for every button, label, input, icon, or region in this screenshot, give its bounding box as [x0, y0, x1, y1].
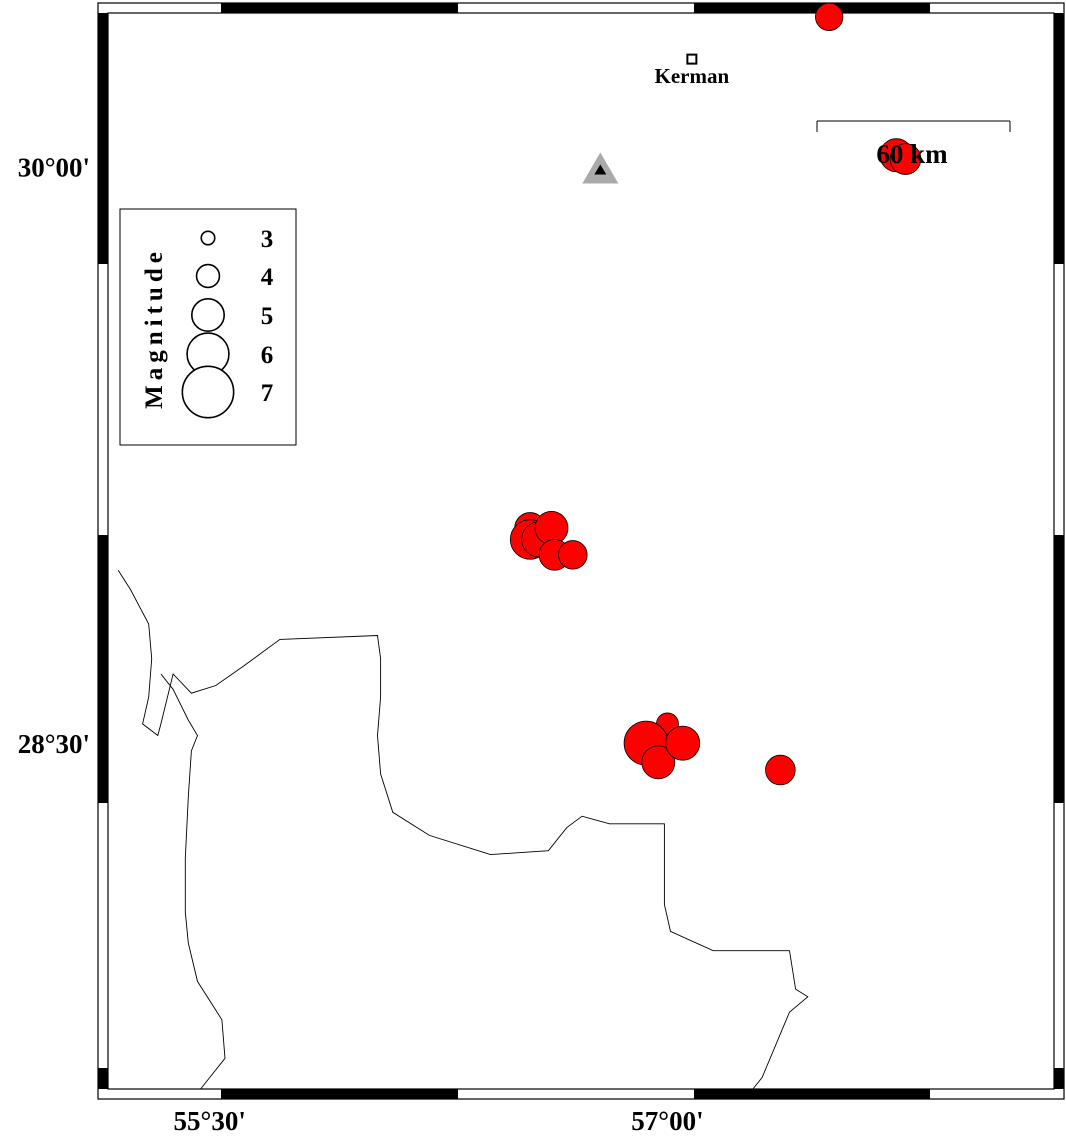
earthquake-events [509, 2, 922, 786]
legend-entries: 3 4 5 6 7 [181, 226, 274, 419]
border-bar-top [694, 3, 930, 13]
border-bar-bottom [221, 1089, 458, 1099]
earthquake-event [765, 754, 796, 786]
seismic-station-marker [582, 152, 619, 184]
border-bar-left [98, 1068, 108, 1089]
scale-bar: 60 km [816, 120, 1011, 169]
map-border-ticks [98, 3, 1064, 1099]
earthquake-event [641, 745, 676, 780]
legend-circle [181, 365, 235, 419]
border-bar-right [1054, 1068, 1064, 1089]
legend-circle [191, 298, 225, 332]
border-bar-right [1054, 13, 1064, 264]
border-bar-right [1054, 535, 1064, 803]
coastline-southwest [160, 673, 226, 1090]
border-bar-top [221, 3, 458, 13]
scale-bar-label: 60 km [876, 139, 948, 169]
border-bar-bottom [694, 1089, 930, 1099]
legend-label: 4 [261, 264, 274, 291]
earthquake-event [889, 143, 922, 175]
legend-title: Magnitude [141, 247, 168, 409]
latitude-label: 28°30' [18, 729, 90, 759]
longitude-label: 55°30' [174, 1106, 246, 1136]
latitude-label: 30°00' [18, 153, 90, 183]
city-marker-kerman [686, 53, 698, 65]
legend-label: 7 [261, 380, 274, 407]
station-inner-triangle [594, 164, 607, 175]
coordinate-labels: 55°30' 57°00' 30°00' 28°30' [18, 153, 704, 1136]
legend-label: 3 [261, 226, 274, 253]
border-bar-left [98, 13, 108, 264]
legend-circle [200, 230, 216, 246]
city-label: Kerman [655, 64, 730, 88]
magnitude-legend: Magnitude 3 4 5 6 7 [119, 208, 297, 446]
legend-label: 5 [261, 303, 274, 330]
earthquake-event [558, 540, 588, 570]
earthquake-event [815, 2, 844, 31]
legend-circle [195, 263, 221, 289]
earthquake-event [665, 725, 701, 761]
border-bar-left [98, 535, 108, 803]
coastline [117, 569, 809, 1090]
legend-label: 6 [261, 342, 274, 369]
longitude-label: 57°00' [631, 1106, 703, 1136]
